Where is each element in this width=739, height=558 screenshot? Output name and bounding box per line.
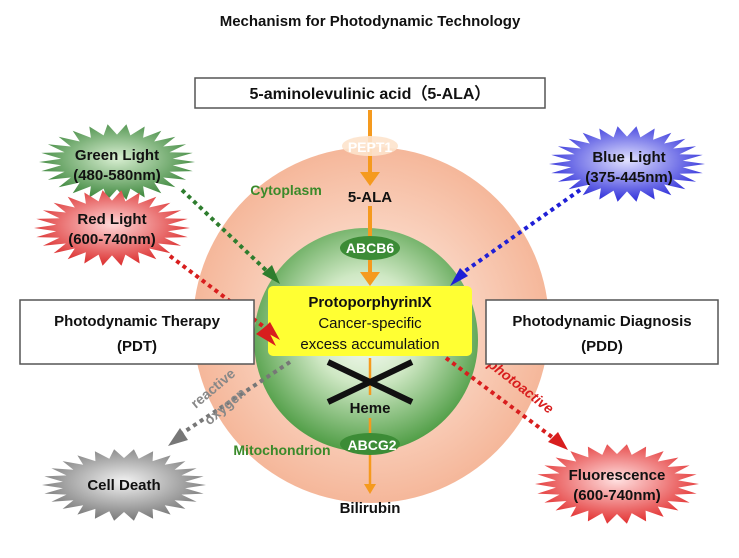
mitochondrion-label: Mitochondrion	[233, 442, 330, 458]
abcb6-transporter	[340, 236, 400, 260]
green-light-arrowhead	[262, 265, 280, 284]
photoactive-arrow	[444, 356, 558, 442]
diagram-title: Mechanism for Photodynamic Technology	[220, 13, 521, 30]
green-light-burst: Green Light (480-580nm)	[39, 124, 195, 200]
pdd-abbrev: (PDD)	[581, 338, 623, 355]
blue-light-arrowhead	[450, 268, 468, 286]
cytoplasm-label: Cytoplasm	[250, 182, 322, 198]
ppix-note-line2: excess accumulation	[300, 336, 439, 353]
ala-source-box	[194, 77, 546, 109]
ppix-note-line1: Cancer-specific	[318, 315, 422, 332]
blue-light-arrow	[456, 188, 582, 278]
abcg2-label: ABCG2	[347, 437, 396, 453]
ala-source-label: 5-aminolevulinic acid（5-ALA）	[250, 85, 491, 103]
arrowhead-ala	[360, 172, 380, 186]
cell-death-burst: Cell Death	[42, 449, 206, 521]
blue-light-range: (375-445nm)	[585, 169, 673, 186]
red-light-arrowhead-top	[256, 326, 276, 346]
blue-light-burst: Blue Light (375-445nm)	[549, 126, 705, 202]
red-light-range: (600-740nm)	[68, 231, 156, 248]
pdd-title: Photodynamic Diagnosis	[512, 313, 691, 330]
bilirubin-label: Bilirubin	[340, 500, 401, 517]
ala-molecule-label: 5-ALA	[348, 189, 392, 206]
green-light-range: (480-580nm)	[73, 167, 161, 184]
pdt-abbrev: (PDT)	[117, 338, 157, 355]
red-light-burst: Red Light (600-740nm)	[34, 190, 190, 266]
ppix-label: ProtoporphyrinIX	[308, 294, 431, 311]
pdt-box	[19, 299, 255, 365]
pept1-transporter	[342, 136, 398, 156]
abcg2-transporter	[340, 433, 400, 455]
arrowhead-ppix	[360, 272, 380, 286]
red-light-label: Red Light	[77, 211, 146, 228]
arrowhead-bilirubin	[364, 484, 376, 494]
ppix-box	[268, 286, 472, 356]
fluorescence-label: Fluorescence	[569, 467, 666, 484]
pdt-title: Photodynamic Therapy	[54, 313, 221, 330]
fluorescence-burst: Fluorescence (600-740nm)	[535, 444, 699, 524]
cell-death-label: Cell Death	[87, 477, 160, 494]
red-light-arrowhead	[262, 322, 280, 340]
block-x-line2	[326, 359, 414, 405]
abcb6-label: ABCB6	[346, 240, 394, 256]
pept1-label: PEPT1	[348, 139, 393, 155]
reactive-oxygen-arrow	[176, 360, 292, 438]
blue-light-label: Blue Light	[592, 149, 665, 166]
photoactive-arrowhead	[548, 432, 568, 450]
green-light-label: Green Light	[75, 147, 159, 164]
pdd-box	[485, 299, 719, 365]
heme-label: Heme	[350, 400, 391, 417]
reactive-oxygen-arrowhead	[168, 428, 188, 446]
fluorescence-range: (600-740nm)	[573, 487, 661, 504]
